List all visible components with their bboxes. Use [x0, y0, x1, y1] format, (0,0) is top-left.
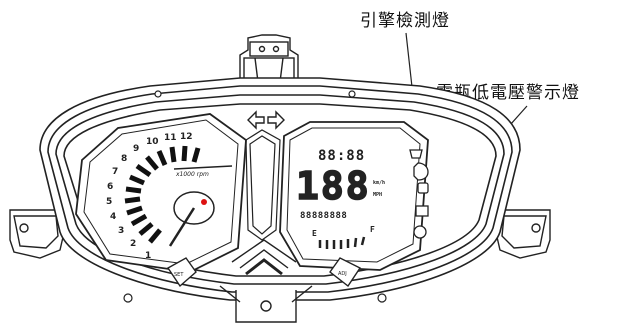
fuel-full-label: F	[370, 225, 375, 234]
fuel-empty-label: E	[312, 229, 317, 238]
right-mount-tab	[493, 209, 551, 259]
bottom-mount-bracket	[219, 285, 313, 323]
tach-scale-10: 10	[146, 137, 159, 147]
battery-icon	[415, 205, 429, 217]
bottom-chevron-decoration	[231, 239, 297, 276]
high-beam-icon	[417, 182, 429, 194]
engine-check-light-label: 引擎檢測燈	[360, 11, 450, 31]
housing-screws	[123, 90, 387, 303]
tach-scale-5: 5	[106, 197, 112, 207]
fuel-bar-segments	[318, 236, 366, 249]
tach-scale-2: 2	[130, 239, 136, 249]
tach-scale-6: 6	[107, 182, 113, 192]
tach-scale-8: 8	[121, 154, 127, 164]
right-button-label: ADJ	[338, 271, 347, 277]
oil-pressure-icon	[413, 225, 427, 239]
engine-check-icon	[413, 162, 429, 181]
lcd-clock: 88:88	[318, 148, 365, 164]
tach-unit-underline	[173, 165, 233, 170]
left-button-label: SET	[174, 272, 184, 278]
tach-scale-12: 12	[180, 132, 193, 142]
lcd-speed-digits: 188	[296, 164, 371, 208]
tach-scale-3: 3	[118, 226, 124, 236]
lcd-speed-unit-top: km/h	[373, 180, 385, 186]
tach-scale-4: 4	[110, 212, 116, 222]
tachometer-bar-segments	[124, 145, 201, 244]
right-button[interactable]: ADJ	[329, 257, 362, 288]
lcd-odometer: 88888888	[300, 211, 347, 221]
left-turn-arrow-icon	[247, 110, 265, 130]
tachometer-scale: 1 2 3 4 5 6 7 8 9 10 11 12	[106, 132, 193, 261]
lcd-speed-unit-bottom: MPH	[373, 192, 382, 198]
indicator-lamp-top	[409, 149, 423, 159]
left-button[interactable]: SET	[166, 257, 197, 288]
turn-signal-indicators	[247, 110, 285, 130]
tachometer-unit-label: x1000 rpm	[175, 171, 209, 178]
right-turn-arrow-icon	[267, 110, 285, 130]
lcd-window	[279, 121, 429, 271]
center-divider	[245, 129, 281, 241]
tachometer-window	[75, 113, 247, 273]
fuel-gauge: E F	[312, 225, 375, 249]
indicator-lamps	[409, 149, 429, 239]
tach-scale-1: 1	[145, 251, 151, 261]
tachometer-needle	[168, 191, 215, 247]
red-indicator-dot	[201, 199, 207, 205]
tach-scale-11: 11	[164, 133, 177, 143]
tach-scale-9: 9	[133, 144, 139, 154]
tach-scale-7: 7	[112, 167, 118, 177]
left-mount-tab	[9, 209, 67, 259]
